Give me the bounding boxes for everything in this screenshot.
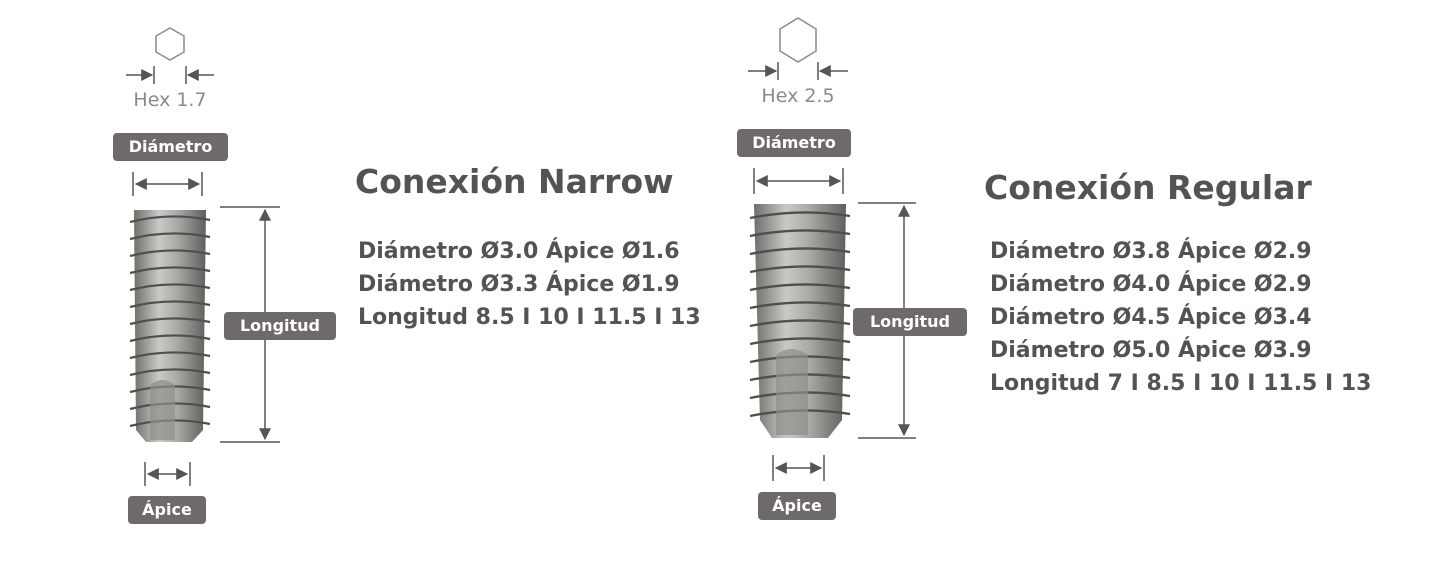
thread-line bbox=[749, 319, 851, 328]
regular-implant-body bbox=[749, 204, 851, 438]
spec-line: Diámetro Ø3.3 Ápice Ø1.9 bbox=[358, 272, 680, 297]
apex-tag: Ápice bbox=[758, 492, 836, 520]
diameter-dimension bbox=[132, 172, 203, 196]
narrow-implant-diagram bbox=[126, 27, 280, 486]
hex-icon bbox=[779, 17, 817, 63]
narrow-specs: Diámetro Ø3.0 Ápice Ø1.6 Diámetro Ø3.3 Á… bbox=[358, 235, 701, 334]
hex-dimension-arrows bbox=[748, 62, 848, 80]
thread-line bbox=[129, 266, 211, 275]
thread-line bbox=[129, 317, 211, 326]
thread-line bbox=[129, 351, 211, 360]
spec-line: Diámetro Ø4.0 Ápice Ø2.9 bbox=[990, 272, 1312, 297]
hex-icon bbox=[155, 27, 185, 61]
regular-specs: Diámetro Ø3.8 Ápice Ø2.9 Diámetro Ø4.0 Á… bbox=[990, 235, 1371, 400]
narrow-connection-panel: Hex 1.7 Diámetro Longitud Ápice Conexión… bbox=[113, 27, 701, 524]
length-tag: Longitud bbox=[224, 312, 336, 340]
thread-line bbox=[749, 283, 851, 292]
narrow-title: Conexión Narrow bbox=[355, 162, 674, 201]
regular-title: Conexión Regular bbox=[984, 168, 1312, 207]
spec-line: Longitud 8.5 I 10 I 11.5 I 13 bbox=[358, 305, 701, 330]
spec-line: Diámetro Ø5.0 Ápice Ø3.9 bbox=[990, 338, 1312, 363]
regular-connection-panel: Hex 2.5 Diámetro Longitud Ápice Conexión… bbox=[716, 0, 1432, 571]
hex-dimension-arrows bbox=[126, 66, 214, 84]
spec-line: Diámetro Ø3.8 Ápice Ø2.9 bbox=[990, 239, 1312, 264]
diameter-tag: Diámetro bbox=[737, 129, 851, 157]
thread-line bbox=[129, 215, 211, 224]
diameter-dimension bbox=[753, 168, 844, 194]
thread-line bbox=[129, 368, 211, 377]
thread-line bbox=[749, 247, 851, 256]
thread-line bbox=[129, 334, 211, 343]
thread-line bbox=[129, 249, 211, 258]
hex-size-label: Hex 1.7 bbox=[133, 89, 207, 111]
thread-line bbox=[749, 337, 851, 346]
spec-line: Longitud 7 I 8.5 I 10 I 11.5 I 13 bbox=[990, 371, 1372, 396]
thread-line bbox=[749, 211, 851, 220]
thread-line bbox=[129, 283, 211, 292]
regular-implant-diagram bbox=[748, 17, 916, 481]
diameter-tag: Diámetro bbox=[113, 133, 228, 161]
hex-size-label: Hex 2.5 bbox=[761, 85, 835, 107]
thread-line bbox=[749, 229, 851, 238]
spec-line: Diámetro Ø3.0 Ápice Ø1.6 bbox=[358, 239, 680, 264]
thread-line bbox=[749, 301, 851, 310]
spec-line: Diámetro Ø4.5 Ápice Ø3.4 bbox=[990, 305, 1312, 330]
thread-line bbox=[749, 265, 851, 274]
apex-dimension bbox=[144, 462, 191, 486]
apex-tag: Ápice bbox=[128, 496, 206, 524]
length-tag: Longitud bbox=[853, 308, 967, 336]
narrow-implant-body bbox=[129, 210, 211, 442]
thread-line bbox=[129, 232, 211, 241]
apex-dimension bbox=[772, 455, 825, 481]
thread-line bbox=[129, 300, 211, 309]
